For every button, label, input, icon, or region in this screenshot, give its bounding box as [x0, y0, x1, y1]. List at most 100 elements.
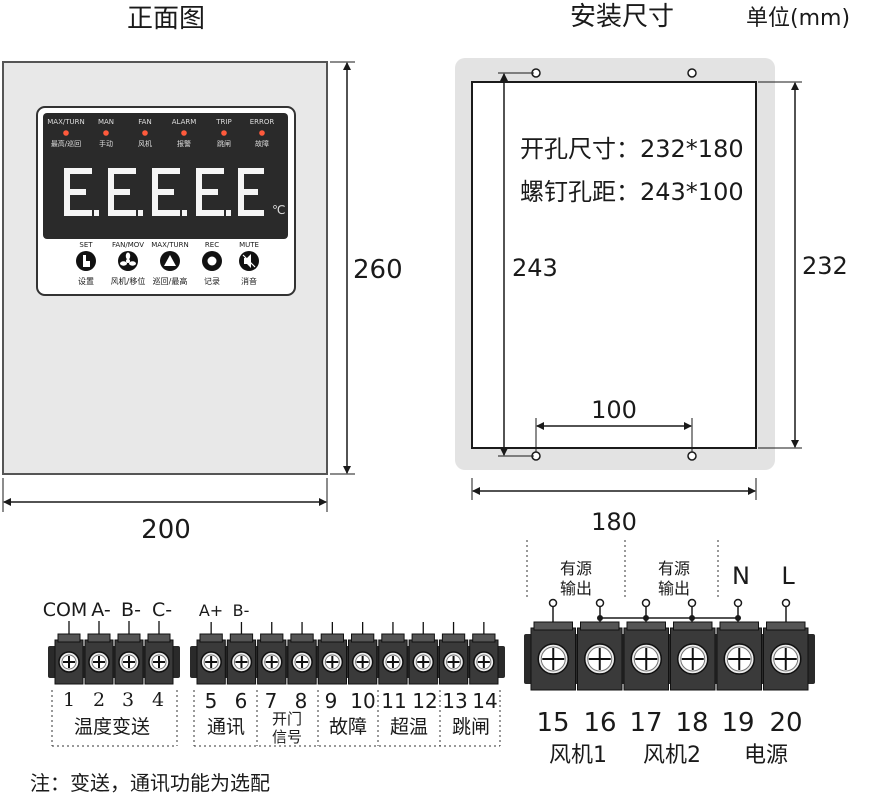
led-cn: 手动 — [99, 139, 113, 148]
svg-text:电源: 电源 — [744, 743, 788, 768]
svg-text:风机2: 风机2 — [643, 743, 701, 768]
svg-text:4: 4 — [152, 689, 164, 711]
svg-text:15: 15 — [536, 708, 569, 738]
svg-text:10: 10 — [350, 689, 375, 713]
svg-text:17: 17 — [629, 708, 662, 738]
svg-text:12: 12 — [412, 689, 437, 713]
dim-180-label: 180 — [591, 508, 637, 536]
button-code: MUTE — [239, 241, 259, 249]
screw-hole — [687, 451, 697, 461]
install-title: 安装尺寸 — [570, 2, 674, 32]
svg-text:2: 2 — [93, 689, 105, 711]
terminal-block-left: COM A- B- C- A+ B- — [43, 599, 250, 621]
svg-text:输出: 输出 — [560, 579, 592, 598]
display-unit: ℃ — [272, 203, 285, 217]
led-cn: 跳闸 — [217, 139, 231, 148]
svg-text:C-: C- — [152, 599, 172, 621]
button-code: SET — [79, 241, 93, 249]
cutout-size-text: 开孔尺寸：232*180 — [520, 135, 744, 163]
led-indicator — [63, 130, 69, 136]
led-code: MAX/TURN — [47, 118, 84, 126]
mute-cross-icon — [242, 254, 256, 268]
front-title: 正面图 — [127, 4, 205, 34]
button-code: FAN/MOV — [112, 241, 144, 249]
terminal-strip-1-4 — [48, 621, 180, 685]
svg-text:输出: 输出 — [658, 579, 690, 598]
unit-label: 单位(mm) — [746, 6, 850, 31]
fan-icon — [120, 252, 136, 266]
dim-232-label: 232 — [802, 252, 848, 280]
led-code: MAN — [98, 118, 114, 126]
button-code: MAX/TURN — [151, 241, 188, 249]
led-cn: 故障 — [255, 139, 269, 148]
svg-text:COM: COM — [43, 599, 88, 621]
led-indicator — [142, 130, 148, 136]
svg-text:11: 11 — [381, 689, 406, 713]
led-indicator — [221, 130, 227, 136]
svg-text:风机1: 风机1 — [549, 743, 607, 768]
triangle-icon — [164, 255, 176, 266]
svg-text:5: 5 — [205, 689, 218, 713]
svg-text:L: L — [781, 562, 795, 590]
led-code: TRIP — [215, 118, 231, 126]
mute-icon — [244, 254, 251, 268]
led-code: FAN — [138, 118, 151, 126]
svg-text:8: 8 — [295, 689, 308, 713]
button-code: REC — [205, 241, 219, 249]
svg-text:有源: 有源 — [560, 559, 592, 578]
svg-text:超温: 超温 — [390, 716, 428, 738]
svg-text:A+: A+ — [199, 601, 223, 620]
svg-text:20: 20 — [769, 708, 802, 738]
dim-100-label: 100 — [591, 396, 637, 424]
svg-text:9: 9 — [325, 689, 338, 713]
svg-text:跳闸: 跳闸 — [452, 716, 490, 738]
svg-text:16: 16 — [583, 708, 616, 738]
width-dim-label: 200 — [141, 515, 191, 545]
button-row: SET 设置 FAN/MOV 风机/移位 MAX/TURN 巡回/最高 REC … — [76, 241, 259, 286]
svg-text:通讯: 通讯 — [207, 716, 245, 738]
footnote: 注：变送，通讯功能为选配 — [30, 771, 270, 795]
svg-text:温度变送: 温度变送 — [74, 716, 150, 738]
led-cn: 最高/巡回 — [51, 139, 81, 148]
led-indicator — [259, 130, 265, 136]
led-code: ALARM — [172, 118, 197, 126]
led-indicator — [103, 130, 109, 136]
circle-icon — [207, 256, 217, 266]
button-cn: 巡回/最高 — [153, 276, 188, 286]
button-cn: 消音 — [241, 276, 257, 286]
svg-text:A-: A- — [91, 599, 110, 621]
terminal-numbers-mid: 5 6 7 8 9 10 11 12 13 14 — [205, 689, 498, 713]
group-dividers — [51, 690, 501, 747]
svg-text:7: 7 — [265, 689, 278, 713]
led-row: MAX/TURN 最高/巡回 MAN 手动 FAN 风机 ALARM 报警 TR… — [47, 118, 274, 148]
dim-243-label: 243 — [512, 254, 558, 282]
svg-text:开门: 开门 — [272, 710, 302, 728]
svg-text:6: 6 — [235, 689, 248, 713]
terminal-block-right: 有源 输出 有源 输出 N L — [526, 540, 795, 624]
height-dim-label: 260 — [353, 255, 403, 285]
svg-text:N: N — [732, 562, 750, 590]
terminal-numbers-small: 1 2 3 4 — [63, 689, 164, 711]
svg-text:信号: 信号 — [272, 728, 302, 746]
terminal-strip-15-20 — [524, 621, 815, 691]
cutout-outline — [471, 81, 757, 449]
svg-text:13: 13 — [442, 689, 467, 713]
svg-text:有源: 有源 — [658, 559, 690, 578]
button-cn: 记录 — [204, 277, 220, 286]
group-labels: 温度变送 通讯 开门 信号 故障 超温 跳闸 — [74, 710, 490, 746]
led-cn: 报警 — [177, 139, 191, 148]
svg-text:14: 14 — [472, 689, 497, 713]
terminal-numbers-large: 15 16 17 18 19 20 风机1 风机2 电源 — [536, 708, 802, 768]
svg-text:B-: B- — [233, 601, 250, 620]
led-code: ERROR — [250, 118, 275, 126]
seven-segment-display — [64, 168, 264, 216]
screw-spacing-text: 螺钉孔距：243*100 — [520, 178, 744, 206]
display-panel — [43, 113, 288, 239]
svg-text:18: 18 — [675, 708, 708, 738]
led-indicator — [181, 130, 187, 136]
svg-text:B-: B- — [121, 599, 141, 621]
hand-icon — [83, 255, 90, 267]
button-cn: 风机/移位 — [111, 276, 146, 286]
svg-text:19: 19 — [721, 708, 754, 738]
